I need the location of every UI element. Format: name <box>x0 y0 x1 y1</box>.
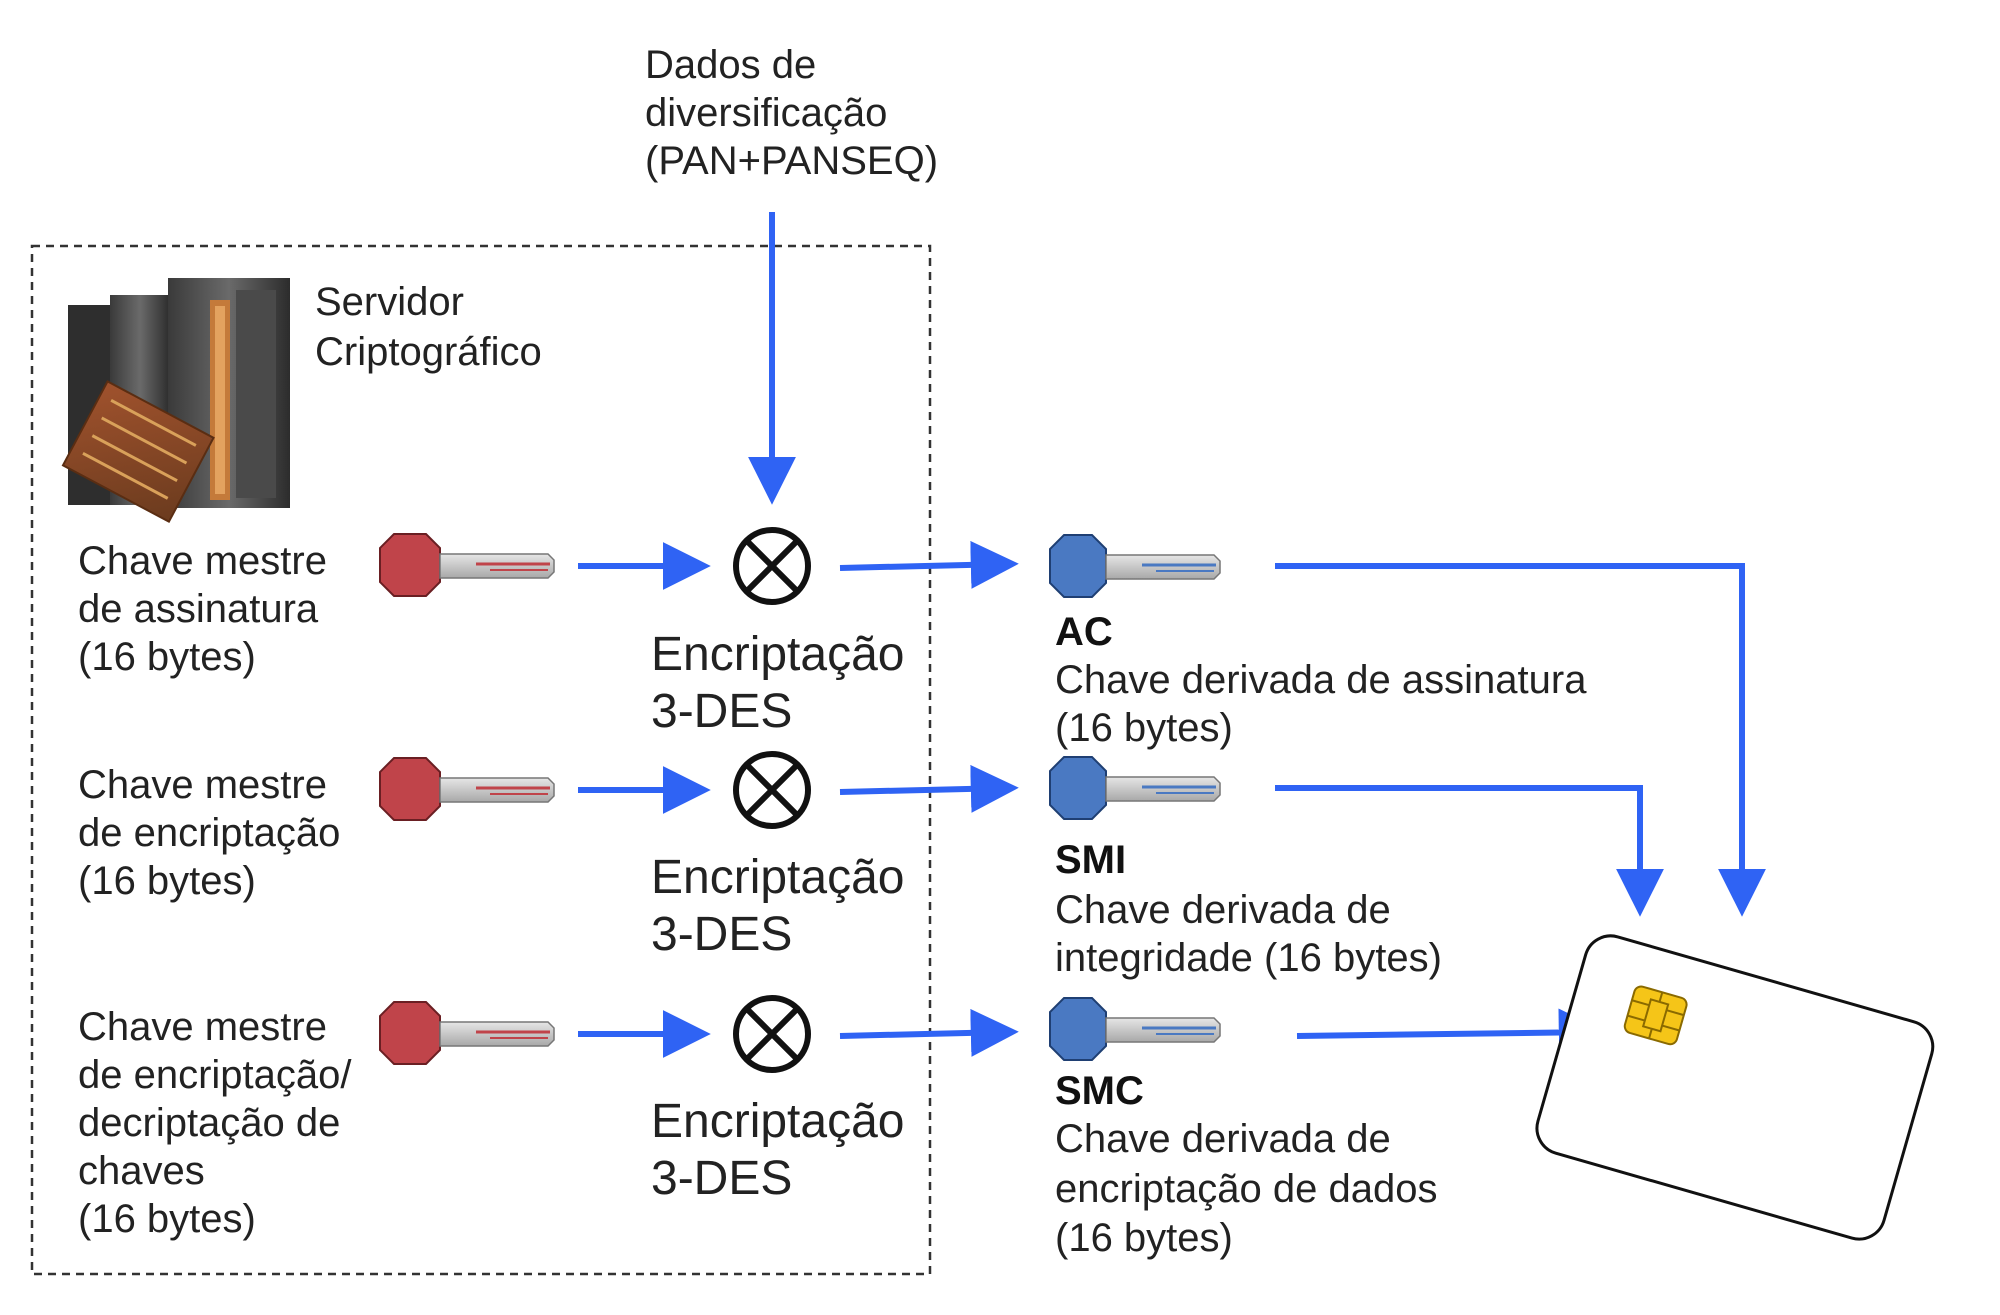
master-key-label-line: Chave mestre <box>78 1005 327 1049</box>
master-key-label: Chave mestre de encriptação/ decriptação… <box>78 1005 363 1241</box>
master-key-label-line: de encriptação/ <box>78 1053 352 1097</box>
derived-key-code: SMI <box>1055 838 1126 882</box>
circled-times-icon <box>733 995 811 1073</box>
server-label: Servidor Criptográfico <box>315 280 542 374</box>
chip-icon <box>1623 985 1688 1046</box>
diversification-label-line: diversificação <box>645 91 887 135</box>
encryption-label-line: Encriptação <box>651 851 904 904</box>
derived-key-label: Chave derivada de encriptação de dados (… <box>1055 1117 1449 1260</box>
master-key-label-line: de encriptação <box>78 811 340 855</box>
arrow-encryption-to-derived <box>839 1008 1019 1057</box>
master-key-label-line: Chave mestre <box>78 763 327 807</box>
master-key-label: Chave mestre de encriptação (16 bytes) <box>78 763 352 903</box>
diversification-label: Dados de diversificação (PAN+PANSEQ) <box>645 43 938 183</box>
arrow-derived-to-card <box>1275 785 1664 917</box>
arrow-encryption-to-derived <box>839 540 1019 589</box>
derived-key-label: Chave derivada de assinatura (16 bytes) <box>1055 658 1598 750</box>
derived-key-label-line: (16 bytes) <box>1055 706 1233 750</box>
master-key-label-line: (16 bytes) <box>78 635 256 679</box>
master-key-icon <box>379 1001 555 1065</box>
server-rack-icon <box>61 278 290 524</box>
derived-key-label: Chave derivada de integridade (16 bytes) <box>1055 888 1442 980</box>
encryption-label-line: Encriptação <box>651 628 904 681</box>
encryption-label: Encriptação 3-DES <box>651 851 918 961</box>
derived-key-icon <box>1049 756 1221 820</box>
server-boundary <box>30 244 932 1276</box>
master-key-label-line: (16 bytes) <box>78 1197 256 1241</box>
encryption-label: Encriptação 3-DES <box>651 1095 918 1205</box>
derived-key-code: SMC <box>1055 1069 1144 1113</box>
derived-key-label-line: encriptação de dados <box>1055 1167 1438 1211</box>
encryption-label-line: 3-DES <box>651 685 792 738</box>
master-key-label-line: Chave mestre <box>78 539 327 583</box>
encryption-label-line: 3-DES <box>651 908 792 961</box>
server-label-line: Servidor <box>315 280 464 324</box>
arrow-encryption-to-derived <box>839 764 1019 813</box>
encryption-label: Encriptação 3-DES <box>651 628 918 738</box>
arrow-derived-to-card <box>1275 563 1766 917</box>
master-key-icon <box>379 533 555 597</box>
derived-key-label-line: Chave derivada de <box>1055 888 1391 932</box>
diversification-label-line: (PAN+PANSEQ) <box>645 139 938 183</box>
server-label-line: Criptográfico <box>315 330 542 374</box>
arrow-derived-to-card <box>1296 1008 1607 1057</box>
derived-key-label-line: integridade (16 bytes) <box>1055 936 1442 980</box>
derived-key-icon <box>1049 534 1221 598</box>
master-key-label-line: decriptação de <box>78 1101 340 1145</box>
smart-card-icon <box>1535 934 1935 1241</box>
master-key-label-line: chaves <box>78 1149 205 1193</box>
master-key-label-line: (16 bytes) <box>78 859 256 903</box>
derived-key-label-line: Chave derivada de <box>1055 1117 1391 1161</box>
derived-key-label-line: (16 bytes) <box>1055 1216 1233 1260</box>
encryption-label-line: Encriptação <box>651 1095 904 1148</box>
diversification-label-line: Dados de <box>645 43 816 87</box>
circled-times-icon <box>733 751 811 829</box>
derived-key-label-line: Chave derivada de assinatura <box>1055 658 1587 702</box>
master-key-icon <box>379 757 555 821</box>
master-key-label: Chave mestre de assinatura (16 bytes) <box>78 539 338 679</box>
derived-key-icon <box>1049 997 1221 1061</box>
derived-key-code: AC <box>1055 610 1113 654</box>
encryption-label-line: 3-DES <box>651 1152 792 1205</box>
master-key-label-line: de assinatura <box>78 587 319 631</box>
circled-times-icon <box>733 527 811 605</box>
